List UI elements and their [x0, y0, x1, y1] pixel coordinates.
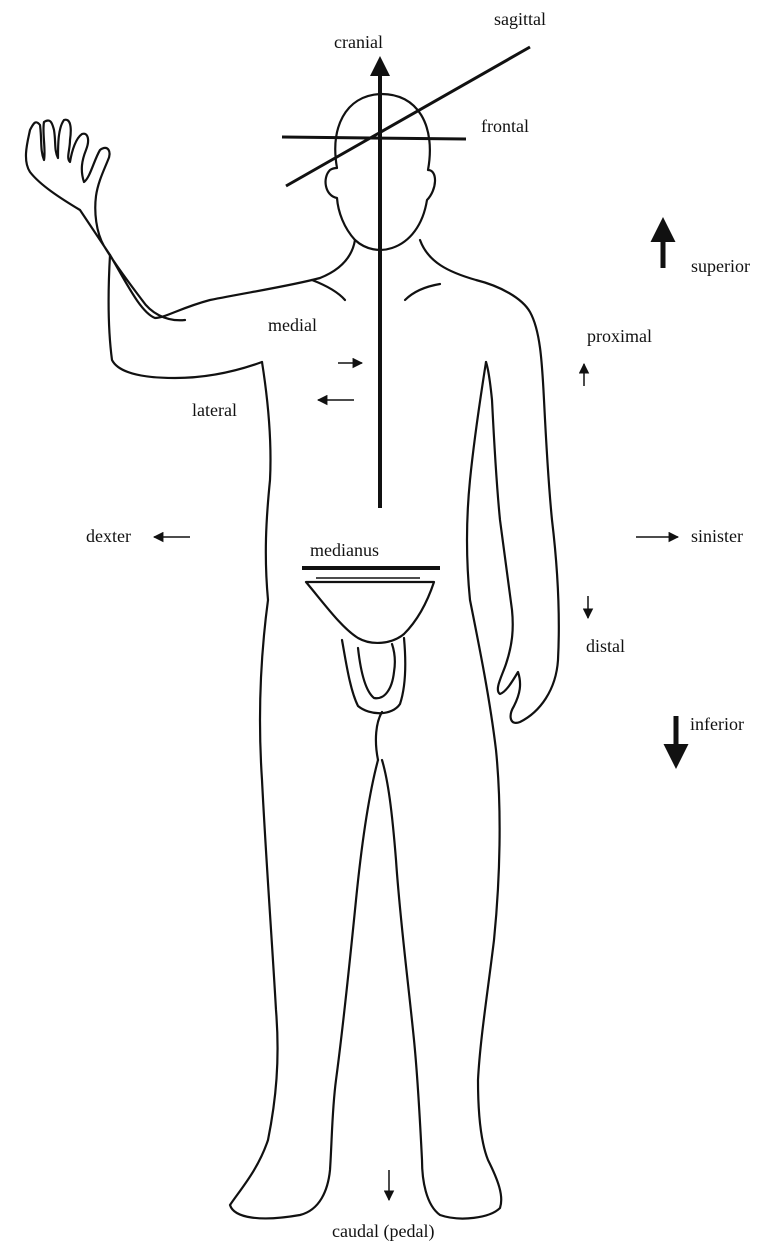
- inner-legs: [376, 712, 382, 760]
- right-arm-lower: [109, 255, 262, 378]
- label-inferior: inferior: [690, 714, 744, 734]
- label-lateral: lateral: [192, 400, 237, 420]
- label-sinister: sinister: [691, 526, 743, 546]
- raised-arm: [26, 120, 355, 321]
- briefs-pouch: [342, 638, 405, 713]
- label-dexter: dexter: [86, 526, 131, 546]
- label-sagittal: sagittal: [494, 9, 546, 29]
- label-frontal: frontal: [481, 116, 529, 136]
- briefs-inner: [358, 644, 395, 698]
- label-superior: superior: [691, 256, 750, 276]
- labels: cranial sagittal frontal superior proxim…: [86, 9, 750, 1242]
- torso-left: [230, 362, 378, 1218]
- label-medial: medial: [268, 315, 317, 335]
- body-outline: [26, 94, 559, 1219]
- briefs: [306, 582, 434, 643]
- label-proximal: proximal: [587, 326, 652, 346]
- label-distal: distal: [586, 636, 625, 656]
- label-medianus: medianus: [310, 540, 379, 560]
- collarbone-right: [405, 284, 440, 300]
- lowered-arm: [420, 240, 559, 723]
- torso-right: [382, 362, 501, 1219]
- collarbone-left: [312, 280, 345, 300]
- label-caudal: caudal (pedal): [332, 1221, 434, 1242]
- label-cranial: cranial: [334, 32, 383, 52]
